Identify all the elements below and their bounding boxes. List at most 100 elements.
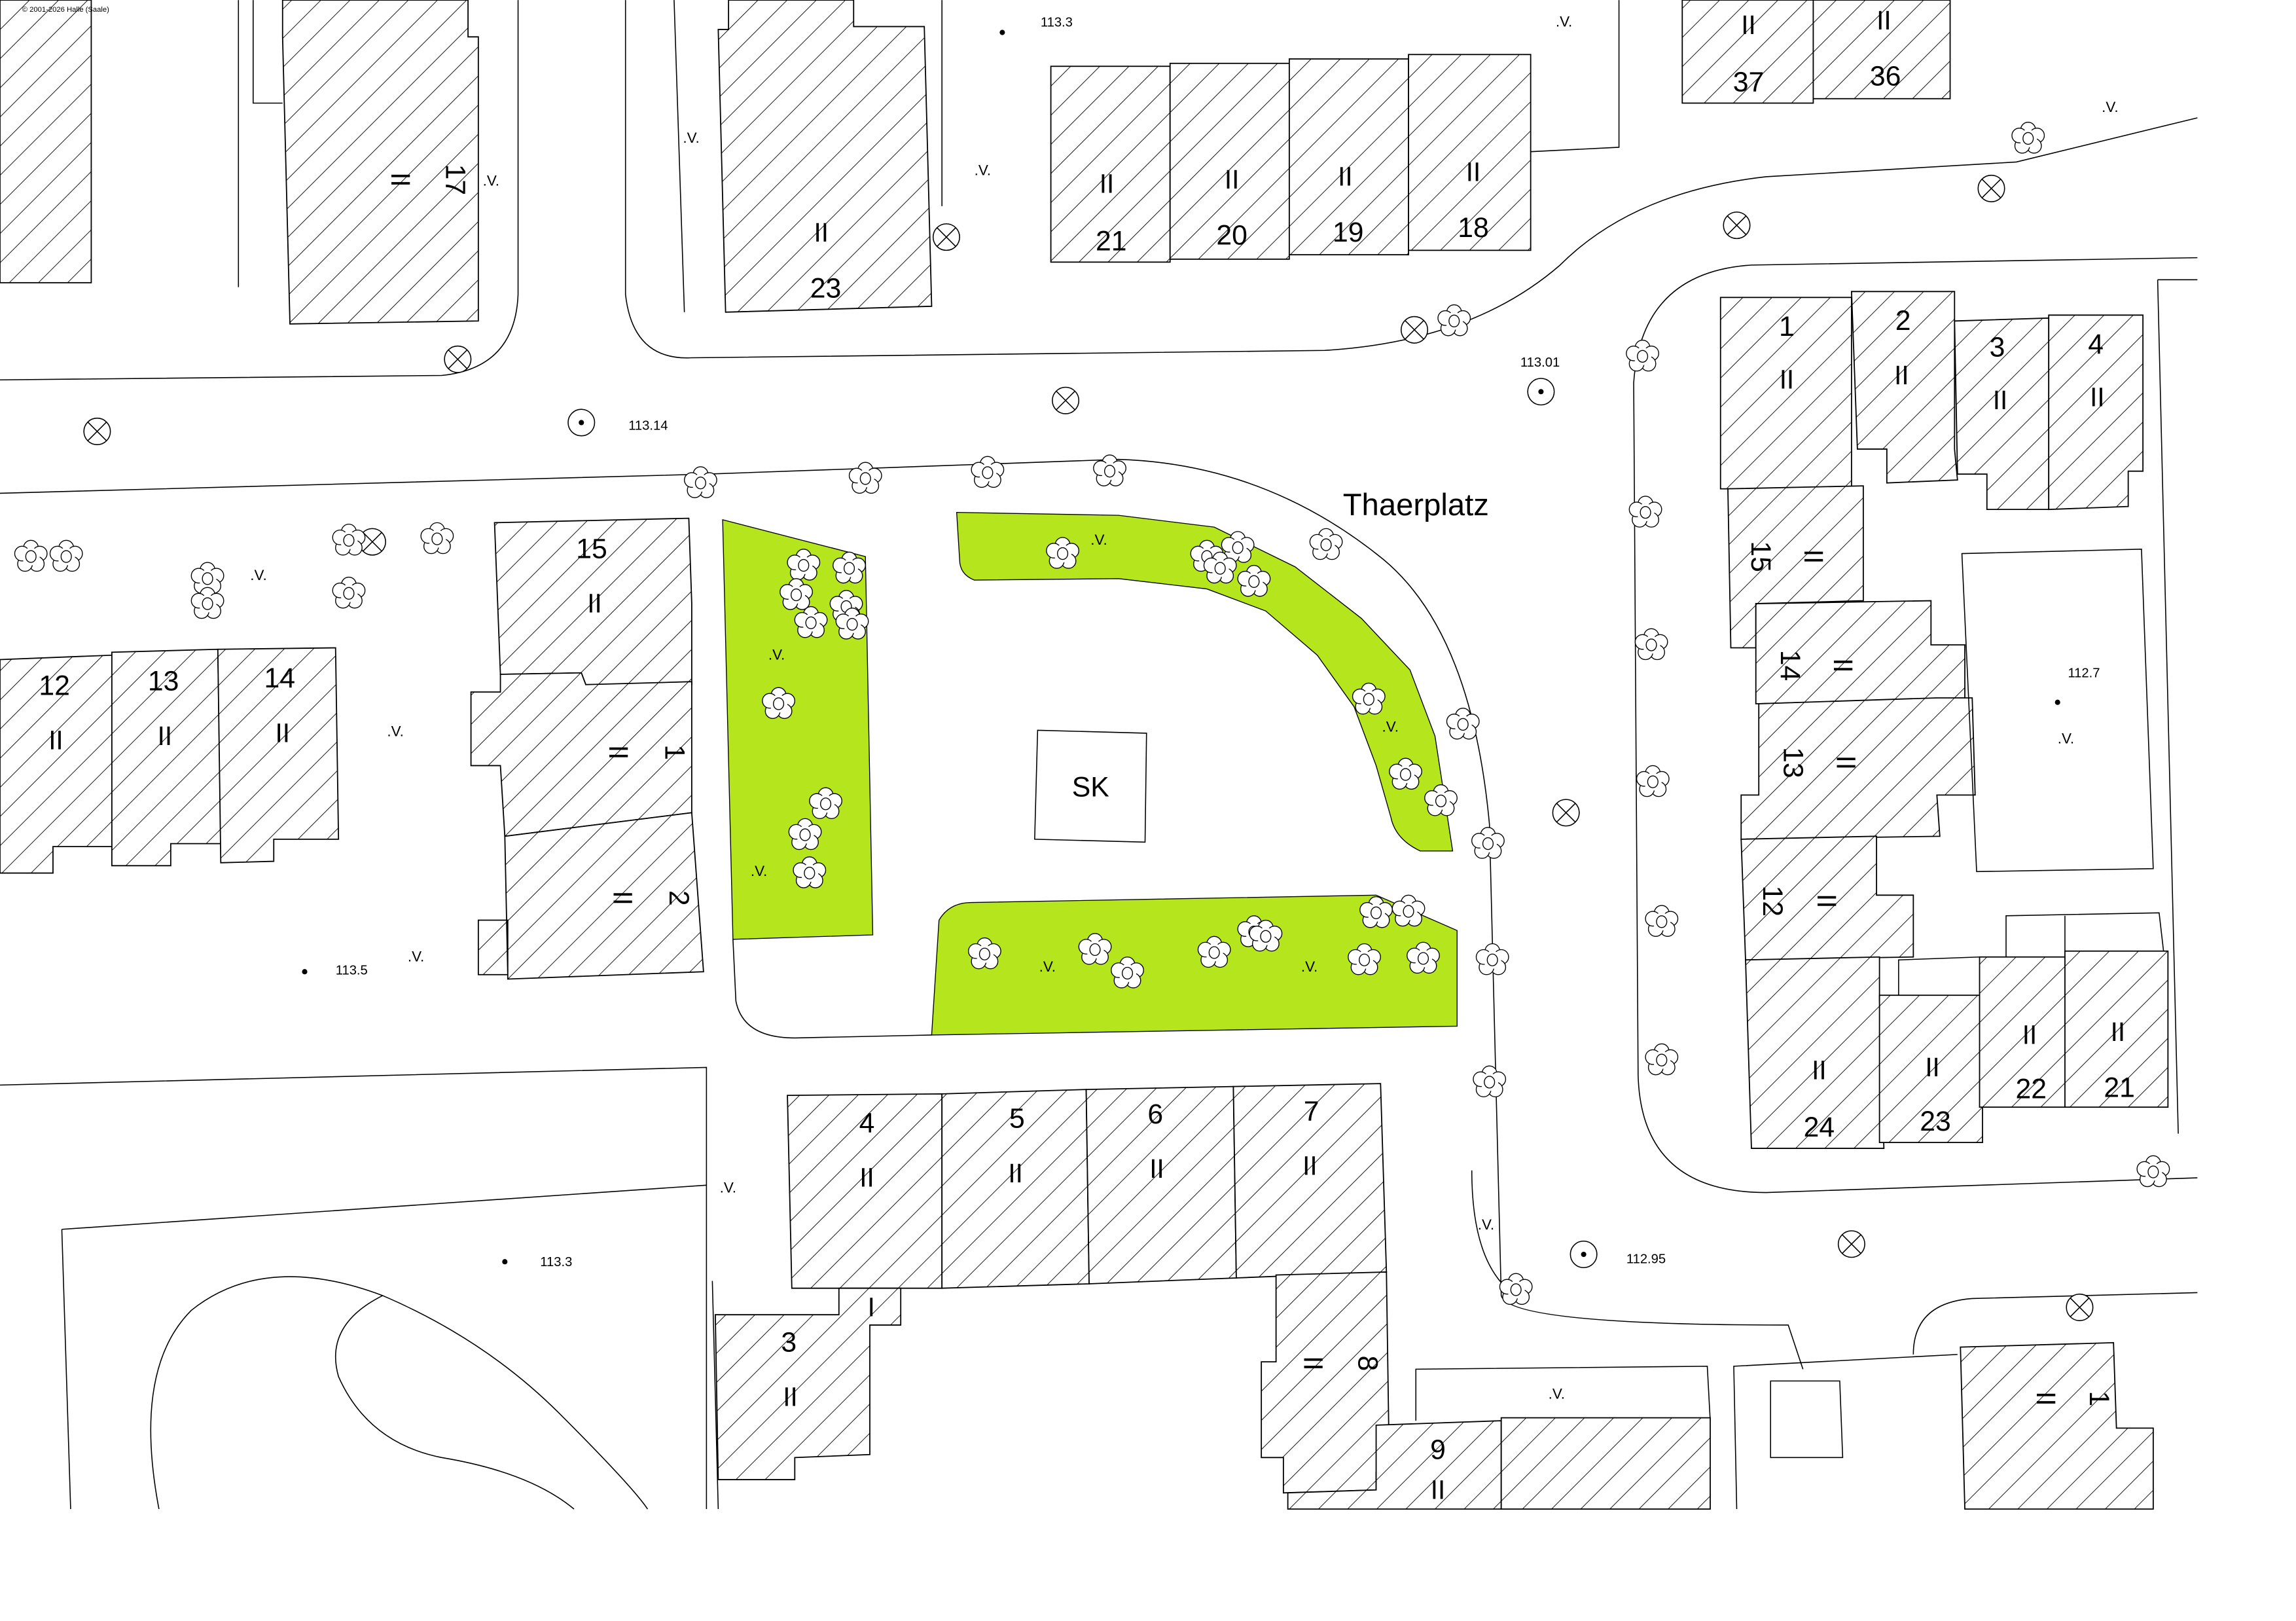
floor-label: II: [1302, 1151, 1318, 1181]
house-number: 12: [39, 670, 70, 701]
house-number: 6: [1147, 1099, 1163, 1130]
survey-marker: .V.: [1090, 532, 1107, 548]
tree-icon: [2011, 121, 2045, 155]
survey-marker: .V.: [408, 948, 424, 964]
elevation-label: 112.95: [1626, 1252, 1666, 1266]
house-number: 5: [1009, 1103, 1025, 1135]
green-area-south: [931, 894, 1458, 1036]
survey-marker: .V.: [2058, 731, 2074, 747]
floor-label: II: [1993, 385, 2008, 415]
survey-marker: .V.: [1301, 958, 1318, 975]
survey-marker: .V.: [768, 647, 785, 663]
floor-label: II: [1100, 169, 1114, 199]
survey-marker: .V.: [720, 1180, 736, 1196]
house-number: 13: [148, 666, 179, 697]
house-number: 12: [1757, 886, 1788, 917]
floor-label: II: [386, 172, 416, 187]
tree-icon: [1625, 339, 1660, 372]
square-name: Thaerplatz: [1343, 488, 1489, 522]
house-number: 1: [2083, 1391, 2115, 1406]
house-number: 37: [1733, 67, 1765, 98]
building-labels: 17 II II 23 II 21 II 20 II 19 II 18 II 3…: [39, 5, 2134, 1504]
floor-label: II: [1431, 1474, 1446, 1504]
green-area-west: [722, 519, 874, 940]
street-lamp-icon: [1837, 1230, 1865, 1258]
house-number: 2: [1895, 305, 1911, 337]
house-number: 1: [1779, 311, 1795, 342]
house-number: 15: [1745, 541, 1776, 572]
floor-label: II: [783, 1382, 797, 1412]
house-number: 18: [1458, 212, 1489, 244]
tree-icon: [971, 456, 1005, 488]
tree-icon: [1471, 826, 1505, 860]
house-number: 19: [1333, 217, 1364, 248]
house-number: 14: [1774, 650, 1806, 682]
survey-markers: .V. .V. .V. .V. .V. .V. .V. .V. .V. .V. …: [250, 14, 2118, 1402]
survey-marker: .V.: [387, 723, 403, 739]
street-lamp-icon: [1570, 1240, 1598, 1269]
survey-marker: .V.: [1478, 1216, 1494, 1233]
house-number: 9: [1430, 1434, 1446, 1466]
floor-label: II: [1008, 1158, 1023, 1188]
street-lines: [0, 0, 2198, 1510]
floor-label: II: [1812, 894, 1842, 909]
tree-icon: [420, 522, 454, 555]
tree-icon: [1309, 528, 1343, 560]
survey-marker: .V.: [250, 567, 266, 583]
tree-icon: [14, 539, 48, 572]
survey-marker: .V.: [683, 130, 699, 146]
house-number: 22: [2015, 1074, 2047, 1105]
survey-marker: .V.: [751, 863, 767, 879]
street-lamp-icon: [567, 409, 596, 437]
house-number: 13: [1777, 747, 1808, 778]
tree-icon: [1644, 904, 1679, 938]
tree-icon: [1636, 765, 1670, 797]
house-number: 23: [810, 272, 842, 304]
house-number: 24: [1804, 1112, 1835, 1143]
floor-label: II: [603, 745, 634, 760]
street-lamp-icon: [444, 345, 472, 373]
tree-icon: [49, 539, 84, 572]
street-lamp-icon: [1400, 316, 1429, 344]
copyright: © 2001-2026 Halle (Saale): [22, 6, 109, 14]
floor-label: II: [608, 891, 638, 905]
elevation-label: 113.14: [628, 419, 668, 433]
tree-icon: [190, 587, 224, 619]
tree-icon: [332, 523, 366, 556]
street-lamp-icon: [932, 223, 960, 251]
survey-marker: .V.: [1382, 719, 1399, 735]
elevation-points: 113.3 113.14 113.01 112.7 113.5 113.3 11…: [302, 16, 2100, 1269]
tree-icon: [1475, 943, 1510, 975]
survey-marker: .V.: [1549, 1385, 1565, 1402]
sk-structure[interactable]: SK: [1034, 729, 1147, 843]
house-number: 3: [1990, 331, 2005, 363]
green-areas: [722, 511, 1458, 1039]
house-number: 21: [1096, 225, 1127, 257]
floor-label: II: [1828, 658, 1858, 673]
floor-label: II: [48, 725, 63, 756]
street-lamp-icon: [1052, 386, 1080, 414]
tree-icon: [332, 576, 366, 609]
tree-icon: [1472, 1065, 1507, 1098]
floor-label: I: [868, 1292, 875, 1322]
house-number: 3: [781, 1326, 797, 1358]
sk-label: SK: [1072, 772, 1109, 803]
green-area-northeast: [956, 511, 1454, 852]
street-lamp-icon: [1552, 799, 1580, 827]
floor-label: II: [1894, 360, 1909, 390]
tree-icon: [1634, 628, 1668, 661]
floor-label: II: [1298, 1356, 1328, 1371]
floor-label: II: [1780, 365, 1795, 395]
tree-icon: [2136, 1155, 2170, 1188]
house-number: 21: [2104, 1072, 2135, 1103]
street-lamp-icon: [83, 417, 111, 445]
house-number: 1: [658, 744, 690, 760]
house-number: 17: [439, 164, 471, 196]
street-lamp-icon: [2066, 1293, 2094, 1321]
house-number: 20: [1216, 219, 1247, 251]
buildings: [0, 0, 2169, 1510]
elevation-label: 113.01: [1520, 355, 1560, 370]
house-number: 4: [2088, 329, 2104, 360]
floor-label: II: [859, 1163, 874, 1193]
